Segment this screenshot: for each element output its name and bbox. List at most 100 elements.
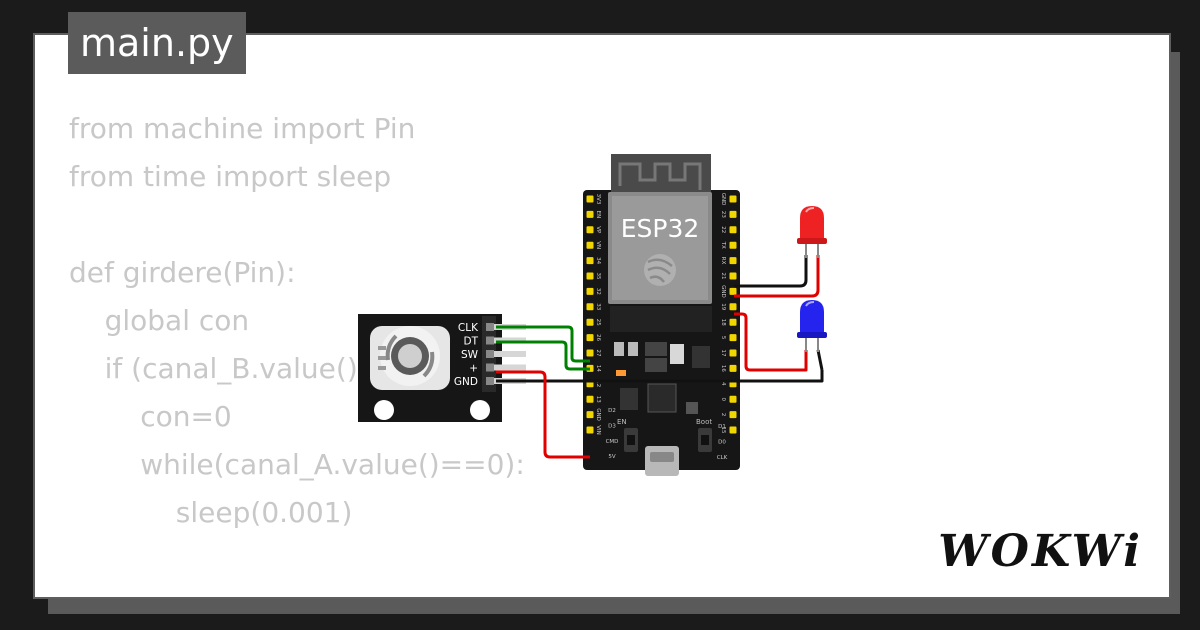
- right-pin-label: 0: [720, 397, 726, 401]
- encoder-pin-socket: [486, 363, 494, 372]
- left-pin-label: 26: [595, 334, 601, 341]
- code-line: def girdere(Pin):: [69, 585, 525, 597]
- code-line: from machine import Pin: [69, 112, 416, 145]
- right-pin[interactable]: [729, 349, 737, 357]
- encoder-pin-label: GND: [454, 376, 478, 388]
- encoder-pin-socket: [486, 377, 494, 385]
- code-line: if (canal_B.value(): [69, 352, 358, 385]
- left-pin[interactable]: [586, 210, 594, 218]
- right-pin-label: 15: [720, 427, 726, 434]
- left-pin[interactable]: [586, 426, 594, 434]
- bottom-pin-label: CLK: [717, 455, 728, 461]
- right-pin[interactable]: [729, 364, 737, 372]
- left-pin[interactable]: [586, 195, 594, 203]
- encoder-pin-label: +: [469, 363, 478, 375]
- encoder-pin-label: DT: [464, 336, 479, 348]
- right-pin[interactable]: [729, 287, 737, 295]
- led-blue[interactable]: [797, 300, 827, 352]
- encoder-pin[interactable]: [486, 364, 526, 371]
- project-card[interactable]: from machine import Pin from time import …: [33, 33, 1171, 599]
- right-pin[interactable]: [729, 241, 737, 249]
- right-pin-label: 4: [720, 382, 726, 386]
- right-pin-label: 23: [720, 211, 726, 218]
- left-pin-label: 3V3: [595, 194, 601, 205]
- right-pin-label: 19: [720, 303, 726, 310]
- left-pin[interactable]: [586, 349, 594, 357]
- right-pin[interactable]: [729, 411, 737, 419]
- wire-led-red-gnd: [734, 255, 808, 288]
- mount-hole: [470, 400, 490, 420]
- encoder-pin-label: CLK: [458, 322, 479, 334]
- left-pin-label: VN: [595, 241, 601, 249]
- code-line: global con: [69, 304, 250, 337]
- bottom-pin-label: 5V: [608, 454, 615, 460]
- left-pin-label: GND: [595, 408, 601, 421]
- left-pin[interactable]: [586, 318, 594, 326]
- encoder-pin-socket: [486, 323, 494, 331]
- encoder-pin[interactable]: [486, 351, 526, 357]
- left-pin[interactable]: [586, 287, 594, 295]
- right-pin-label: TX: [720, 241, 726, 249]
- right-pin[interactable]: [729, 426, 737, 434]
- chip-label: ESP32: [621, 214, 700, 243]
- board-components: [610, 306, 712, 414]
- right-pin[interactable]: [729, 195, 737, 203]
- code-line: from time import sleep: [69, 160, 392, 193]
- right-pin[interactable]: [729, 395, 737, 403]
- left-pin-label: VP: [595, 226, 601, 234]
- code-line: con=0: [69, 400, 232, 433]
- left-pin[interactable]: [586, 272, 594, 280]
- right-pin[interactable]: [729, 334, 737, 342]
- right-pin[interactable]: [729, 210, 737, 218]
- encoder-pin-label: SW: [461, 349, 479, 361]
- left-pin-label: 12: [595, 380, 601, 387]
- right-pin[interactable]: [729, 272, 737, 280]
- left-pin[interactable]: [586, 226, 594, 234]
- code-line: def girdere(Pin):: [69, 256, 296, 289]
- left-pin[interactable]: [586, 257, 594, 265]
- right-pin-label: 17: [720, 350, 726, 357]
- right-pin-label: 21: [720, 273, 726, 280]
- right-pin-label: GND: [720, 193, 726, 206]
- right-pin[interactable]: [729, 257, 737, 265]
- left-pin-label: 14: [595, 365, 601, 372]
- left-pin[interactable]: [586, 411, 594, 419]
- wire-led-blue-gnd: [816, 349, 824, 371]
- left-pin[interactable]: [586, 241, 594, 249]
- bottom-pin-label: D1: [718, 424, 726, 430]
- left-pin-label: 35: [595, 273, 601, 280]
- file-tab-main-py[interactable]: main.py: [68, 12, 246, 74]
- rotate-arrow-icon: [385, 334, 398, 361]
- circuit-diagram[interactable]: ESP32 EN: [35, 35, 1169, 597]
- right-pin[interactable]: [729, 303, 737, 311]
- wire-gnd: [496, 370, 824, 383]
- esp32-board[interactable]: ESP32 EN: [583, 154, 740, 476]
- left-pin-label: VIN: [595, 425, 601, 435]
- led-red[interactable]: [797, 206, 827, 258]
- right-pin-label: 18: [720, 319, 726, 326]
- boot-label: Boot: [696, 418, 712, 426]
- right-pin[interactable]: [729, 226, 737, 234]
- en-label: EN: [617, 418, 627, 426]
- left-pin[interactable]: [586, 303, 594, 311]
- encoder-pin-socket: [486, 336, 494, 345]
- espressif-logo-icon: [644, 254, 676, 286]
- wokwi-logo: WOKWi: [938, 526, 1143, 577]
- left-pin[interactable]: [586, 334, 594, 342]
- right-pin-label: 5: [720, 336, 726, 340]
- bottom-pin-label: D3: [608, 423, 616, 429]
- bottom-pin-label: CMD: [606, 439, 619, 445]
- right-pin[interactable]: [729, 318, 737, 326]
- wire-vcc: [496, 370, 590, 459]
- right-pin-label: 16: [720, 365, 726, 372]
- antenna-trace: [618, 162, 702, 190]
- left-pin[interactable]: [586, 395, 594, 403]
- left-pin-label: 25: [595, 319, 601, 326]
- right-pin-label: RX: [720, 257, 726, 265]
- left-pin-label: EN: [595, 211, 601, 219]
